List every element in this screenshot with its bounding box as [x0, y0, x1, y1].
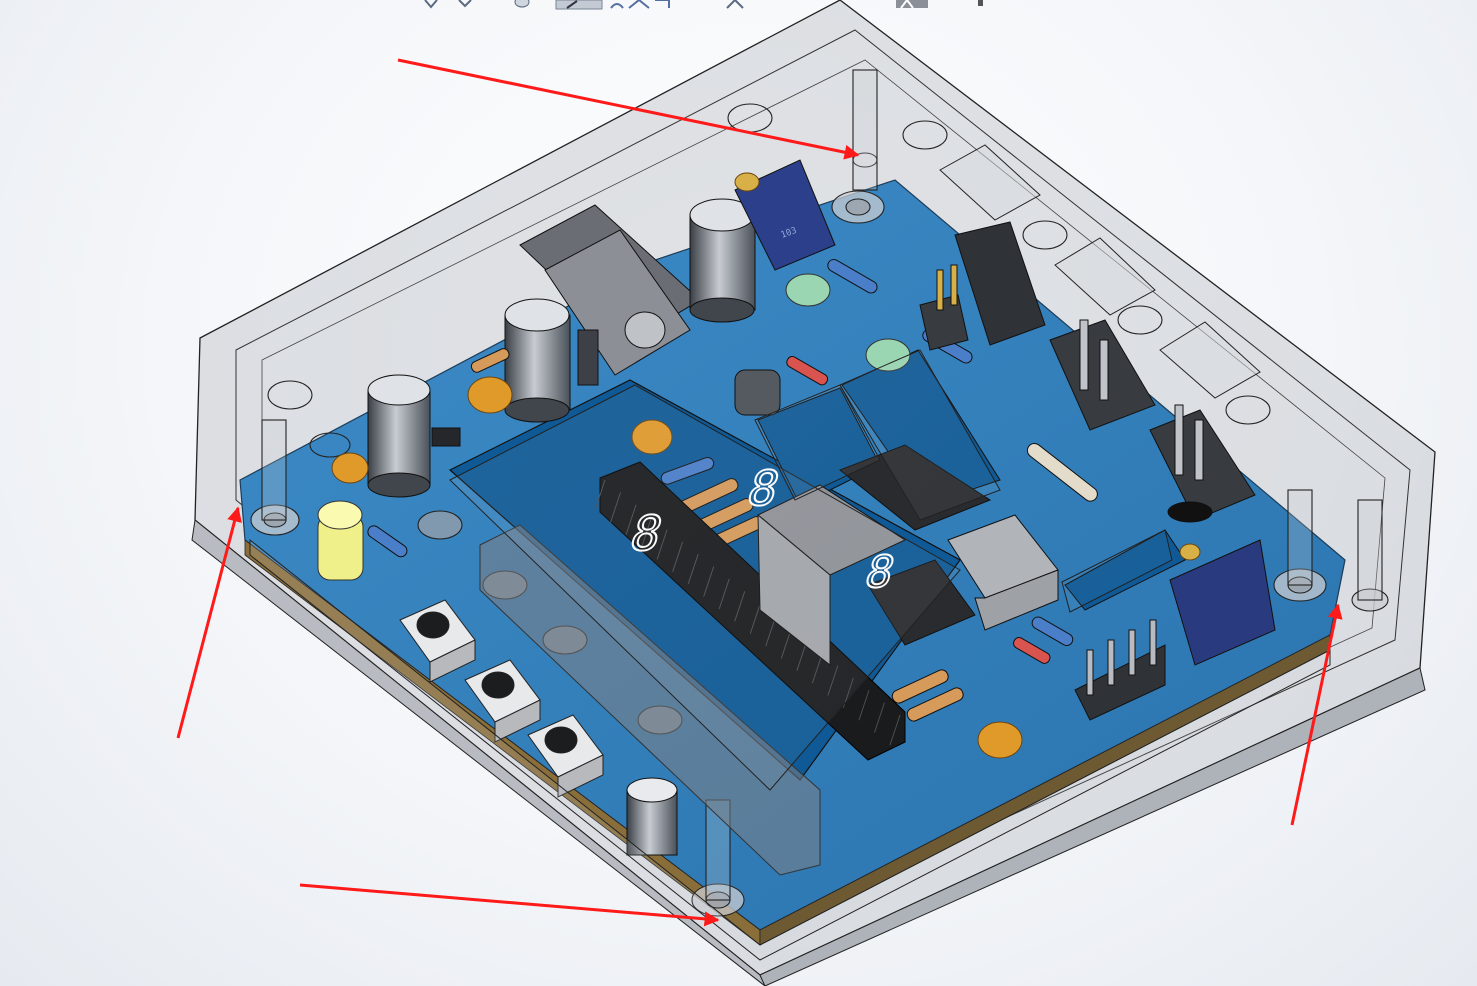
section-view-icon[interactable]: [555, 0, 603, 10]
misc-ics: [431, 369, 781, 447]
socket-ridge: [873, 702, 885, 733]
trim-potentiometer: 103: [734, 159, 1276, 666]
toolbar-handle-icon: [978, 0, 983, 6]
pin-headers: [919, 221, 1256, 721]
arrow-to-left-mounting-hole: [176, 506, 242, 739]
display-style-icon[interactable]: [513, 0, 531, 9]
tactile-button-3: [527, 714, 604, 798]
top-mounting-hole: [831, 69, 885, 224]
view-orientation-icon[interactable]: [423, 0, 443, 9]
callout-arrows: [176, 58, 1343, 927]
heads-up-view-toolbar: [415, 0, 995, 10]
enclosure-slots: [939, 144, 1261, 399]
left-mounting-hole: [250, 419, 300, 536]
appearance-icon[interactable]: [609, 0, 679, 9]
tactile-button-1: [399, 599, 476, 683]
hide-show-icon[interactable]: [895, 0, 929, 9]
socket-ridge: [858, 690, 870, 721]
electrolytic-capacitors: [367, 198, 756, 856]
arrow-to-right-mounting-hole: [1290, 603, 1343, 826]
socket-ridge: [889, 714, 901, 746]
dc-power-jack: [519, 204, 701, 386]
right-mounting-hole: [1273, 489, 1389, 612]
rotate-icon[interactable]: [455, 0, 475, 9]
arrow-to-top-mounting-hole: [397, 58, 860, 160]
scene-icon[interactable]: [725, 0, 745, 9]
tactile-buttons: [399, 599, 604, 798]
enclosure-lid: [249, 349, 1331, 961]
arrow-to-bottom-mounting-hole: [299, 883, 720, 927]
